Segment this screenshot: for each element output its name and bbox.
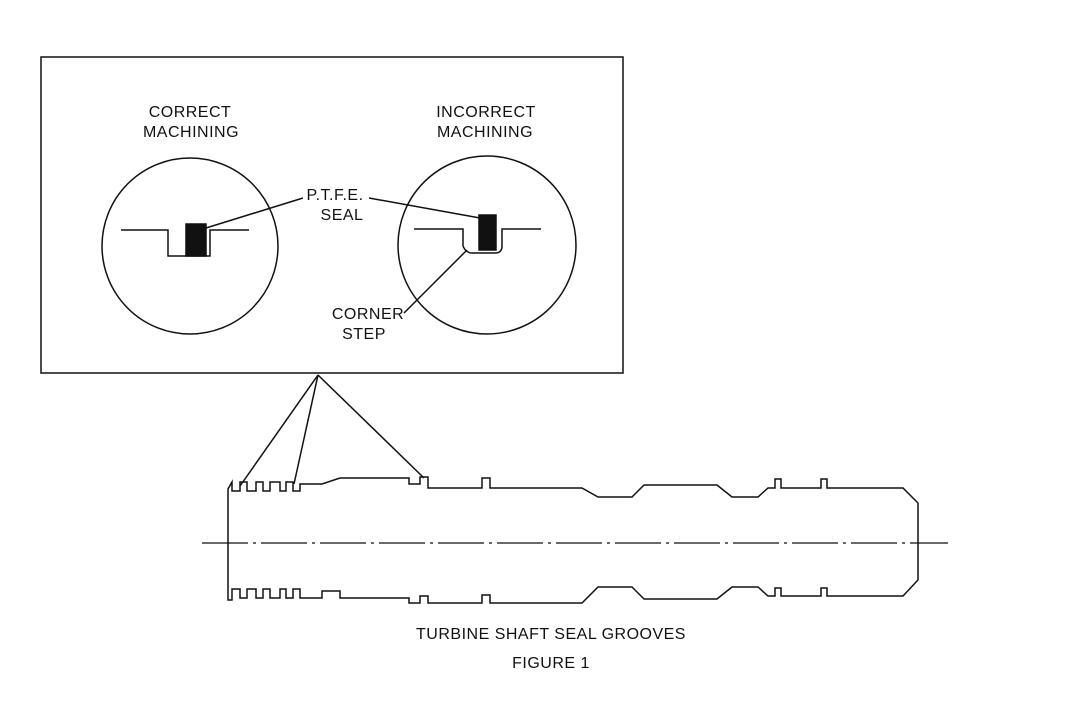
correct-groove-profile bbox=[121, 229, 249, 257]
correct-detail-circle bbox=[101, 157, 279, 335]
correct-machining-label-line1: CORRECT bbox=[148, 104, 232, 121]
incorrect-machining-label-line2: MACHINING bbox=[436, 124, 534, 141]
turbine-shaft-outline bbox=[227, 476, 919, 604]
incorrect-groove-profile bbox=[414, 228, 541, 254]
corner-step-label-line1: CORNER bbox=[331, 306, 405, 323]
ptfe-seal-label-line1: P.T.F.E. bbox=[306, 187, 364, 204]
ptfe-seal-label-line2: SEAL bbox=[320, 207, 364, 224]
incorrect-machining-label-line1: INCORRECT bbox=[436, 104, 536, 121]
callout-line-groove-2 bbox=[293, 374, 319, 485]
callout-line-groove-3 bbox=[317, 374, 425, 479]
corner-step-label-line2: STEP bbox=[342, 326, 386, 343]
corner-step-leader bbox=[403, 249, 468, 314]
correct-machining-label-line2: MACHINING bbox=[142, 124, 240, 141]
seal-leader-left bbox=[205, 197, 304, 229]
incorrect-seal-block bbox=[478, 214, 497, 251]
correct-seal-block bbox=[185, 223, 207, 257]
figure-caption-number: FIGURE 1 bbox=[512, 655, 590, 672]
seal-leader-right bbox=[368, 197, 481, 219]
figure-caption-title: TURBINE SHAFT SEAL GROOVES bbox=[416, 626, 686, 643]
detail-panel-frame bbox=[40, 56, 624, 374]
incorrect-detail-circle bbox=[397, 155, 577, 335]
callout-line-groove-1 bbox=[239, 374, 319, 487]
